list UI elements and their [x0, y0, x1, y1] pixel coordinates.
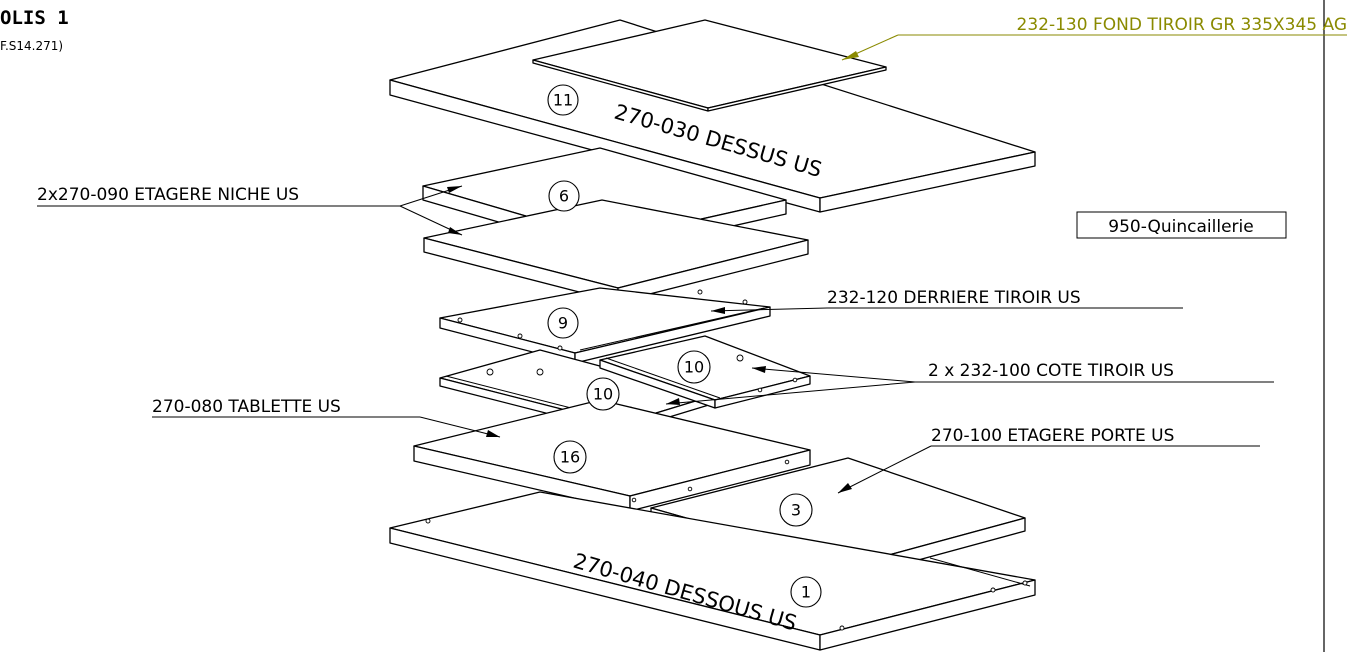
part-tablette	[413, 399, 811, 512]
leader-derriere-tiroir	[710, 307, 828, 312]
sheet-title: OLIS 1	[0, 7, 69, 29]
bubble-dessus: 11	[547, 84, 579, 116]
bubble-etagere-porte: 3	[779, 493, 813, 527]
arrow-cote-tiroir-b	[666, 398, 680, 405]
leader-cote-tiroir	[665, 367, 916, 405]
bubble-etagere-niche-number: 6	[559, 187, 569, 206]
arrow-tablette	[486, 430, 500, 437]
bubble-dessous-number: 1	[801, 583, 811, 602]
bubble-etagere-porte-number: 3	[791, 501, 801, 520]
leader-tablette	[419, 416, 501, 438]
bubble-dessous: 1	[790, 576, 822, 608]
part-etagere-niche-lower	[423, 199, 809, 303]
hardware-box	[1076, 211, 1287, 239]
hardware-box-label: 950-Quincaillerie	[1108, 217, 1253, 237]
label-tablette: 270-080 TABLETTE US	[152, 397, 341, 417]
bubble-cote-tiroir-a-number: 10	[593, 385, 613, 404]
label-etagere-niche: 2x270-090 ETAGERE NICHE US	[37, 185, 299, 205]
label-fond-tiroir: 232-130 FOND TIROIR GR 335X345 AG	[1017, 15, 1347, 35]
label-derriere-tiroir: 232-120 DERRIERE TIROIR US	[827, 288, 1081, 308]
part-fond-tiroir	[532, 19, 887, 112]
bubble-tablette: 16	[553, 440, 587, 474]
label-etagere-porte: 270-100 ETAGERE PORTE US	[931, 426, 1174, 446]
part-dessous	[389, 491, 1036, 651]
bubble-tablette-number: 16	[560, 448, 580, 467]
bubble-cote-tiroir-b-number: 10	[684, 358, 704, 377]
bubble-derriere-tiroir: 9	[547, 307, 579, 339]
bubble-dessus-number: 11	[553, 91, 573, 110]
arrow-etagere-niche-a	[447, 186, 462, 193]
sheet-subtitle: F.S14.271)	[0, 39, 63, 53]
bubble-cote-tiroir-b: 10	[677, 350, 711, 384]
arrow-derriere-tiroir	[711, 307, 725, 314]
arrow-etagere-porte	[838, 483, 852, 493]
leader-etagere-porte	[837, 445, 932, 494]
arrow-cote-tiroir-a	[752, 366, 766, 373]
bubble-derriere-tiroir-number: 9	[558, 314, 568, 333]
part-derriere-tiroir	[439, 287, 771, 364]
arrow-etagere-niche-b	[448, 227, 462, 235]
label-cote-tiroir: 2 x 232-100 COTE TIROIR US	[928, 361, 1174, 381]
bubble-cote-tiroir-a: 10	[586, 377, 620, 411]
bubble-etagere-niche: 6	[548, 180, 580, 212]
arrow-fond-tiroir	[842, 51, 859, 60]
